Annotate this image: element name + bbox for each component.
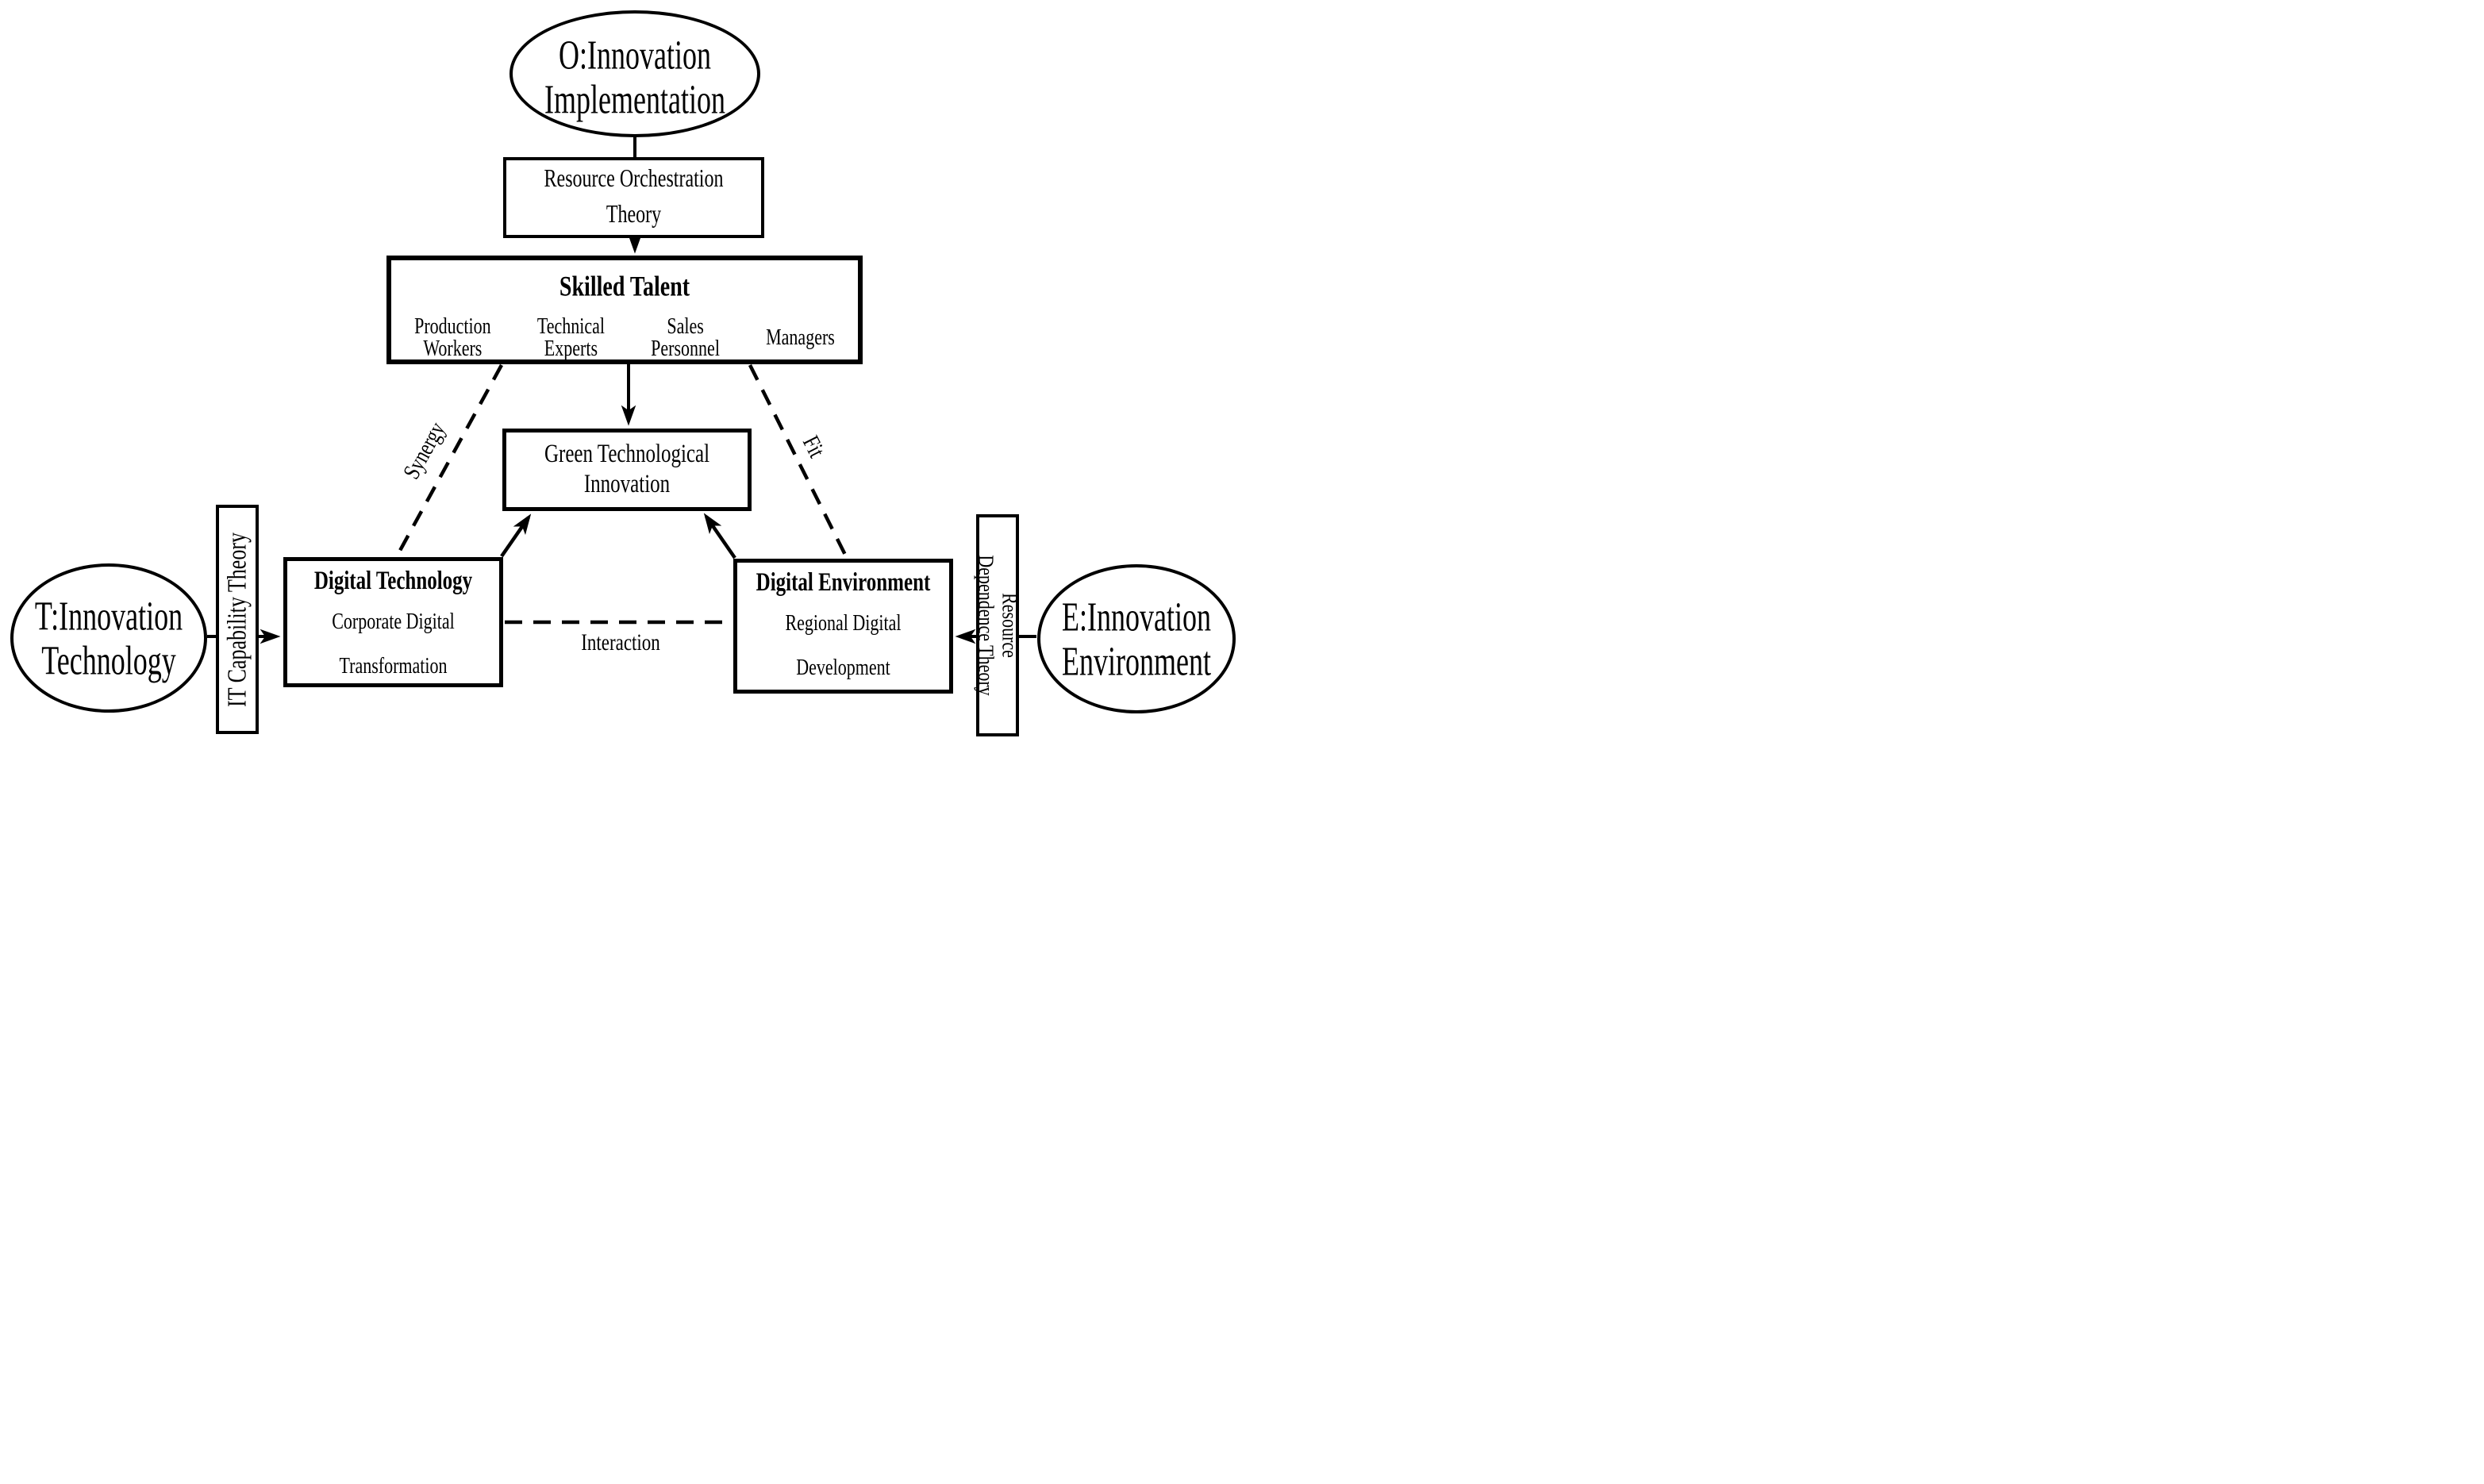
node-label: Theory (606, 201, 662, 229)
node-label: IT Capability Theory (221, 532, 252, 707)
node-label-line: Dependence Theory (974, 555, 999, 696)
node-innovation-implementation: O:Innovation Implementation (509, 10, 760, 137)
arrow-digital-technology-to-green-innovation (500, 513, 532, 558)
item-line: Experts (544, 334, 598, 361)
node-label: T:Innovation (34, 593, 183, 639)
skilled-talent-title: Skilled Talent (559, 271, 690, 303)
node-innovation-technology: T:Innovation Technology (10, 563, 207, 713)
skilled-talent-item-sales-personnel: Sales Personnel (651, 313, 720, 361)
digital-technology-sub: Corporate Digital (332, 608, 455, 634)
node-skilled-talent: Skilled Talent Production Workers Techni… (386, 256, 863, 364)
node-label: Environment (1062, 638, 1211, 684)
skilled-talent-item-managers: Managers (766, 324, 835, 350)
item-line: Technical (536, 312, 605, 339)
digital-environment-title: Digital Environment (756, 568, 931, 597)
edge-label-interaction: Interaction (581, 629, 660, 655)
dashed-line-synergy (395, 363, 503, 558)
connector-lines-layer (207, 136, 1036, 644)
node-digital-technology: Digital Technology Corporate Digital Tra… (283, 557, 503, 687)
node-label: Innovation (583, 470, 671, 498)
node-digital-environment: Digital Environment Regional Digital Dev… (733, 559, 953, 694)
node-label: O:Innovation (559, 32, 711, 78)
node-label-line: Resource (998, 593, 1023, 658)
dashed-line-fit (748, 363, 848, 558)
node-resource-orchestration-theory: Resource Orchestration Theory (503, 157, 764, 238)
item-line: Production (414, 312, 491, 339)
node-green-technological-innovation: Green Technological Innovation (502, 429, 752, 511)
skilled-talent-item-technical-experts: Technical Experts (537, 313, 605, 361)
digital-environment-sub: Development (796, 654, 890, 680)
node-label: Technology (41, 637, 176, 683)
node-label: Resource Dependence Theory (974, 555, 1023, 696)
node-label: Resource Orchestration (544, 165, 724, 193)
node-label: Green Technological (544, 440, 710, 468)
node-resource-dependence-theory: Resource Dependence Theory (974, 514, 1023, 736)
node-label: Implementation (544, 75, 725, 122)
item-line: Workers (423, 334, 483, 361)
digital-technology-title: Digital Technology (313, 567, 473, 595)
item-line: Personnel (651, 334, 720, 361)
node-label: E:Innovation (1062, 594, 1211, 640)
node-it-capability-theory: IT Capability Theory (216, 505, 259, 734)
node-innovation-environment: E:Innovation Environment (1037, 564, 1236, 713)
skilled-talent-item-production-workers: Production Workers (414, 313, 491, 361)
digital-technology-sub: Transformation (339, 652, 448, 679)
digital-environment-sub: Regional Digital (785, 609, 902, 636)
arrow-digital-environment-to-green-innovation (703, 513, 736, 559)
skilled-talent-items: Production Workers Technical Experts Sal… (391, 313, 858, 361)
toe-framework-diagram: O:Innovation Implementation Resource Orc… (0, 0, 1242, 742)
item-line: Managers (766, 323, 835, 350)
item-line: Sales (667, 312, 704, 339)
